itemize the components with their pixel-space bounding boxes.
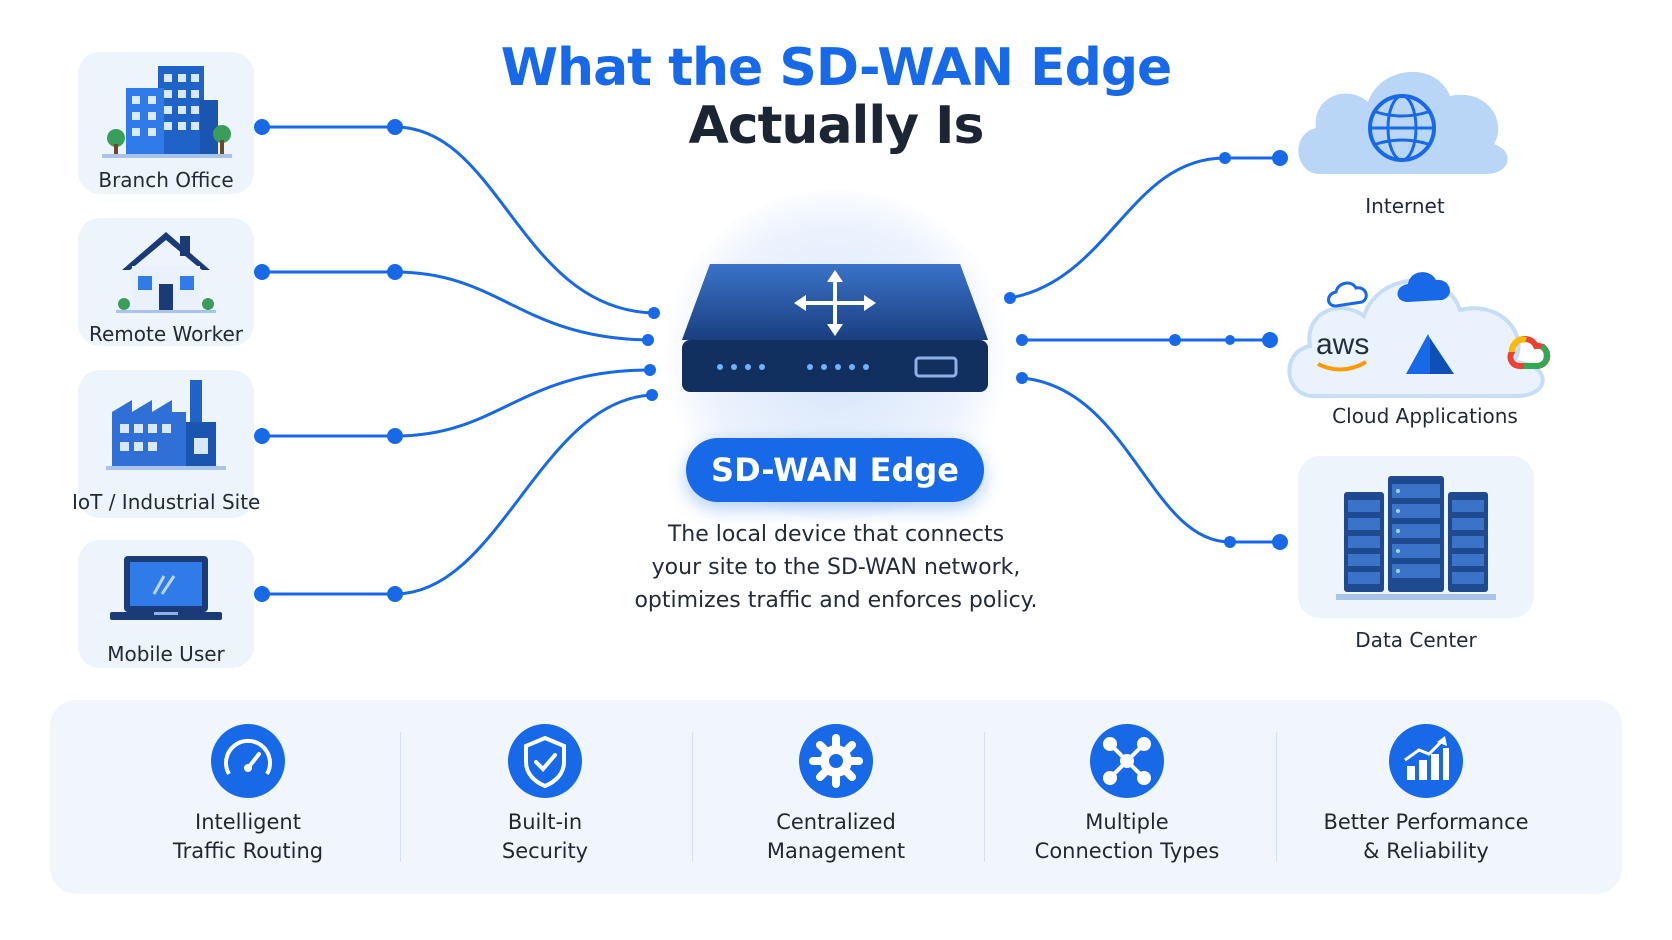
performance-line2: & Reliability bbox=[1363, 839, 1489, 863]
title-line2: Actually Is bbox=[688, 96, 985, 156]
sd-wan-edge-badge: SD-WAN Edge bbox=[686, 438, 984, 502]
security-line2: Security bbox=[501, 839, 589, 863]
description-line3: optimizes traffic and enforces policy. bbox=[634, 588, 1038, 613]
server-rack-icon bbox=[1336, 476, 1496, 600]
traffic-routing-line2: Traffic Routing bbox=[172, 839, 324, 863]
speedometer-icon bbox=[224, 738, 272, 776]
management-line1: Centralized bbox=[776, 810, 896, 834]
security-badge bbox=[508, 724, 582, 798]
feature-divider bbox=[692, 732, 693, 862]
feature-divider bbox=[400, 732, 401, 862]
gear-icon bbox=[809, 734, 863, 788]
shield-check-icon bbox=[524, 735, 566, 789]
performance-line1: Better Performance bbox=[1323, 810, 1529, 834]
feature-divider bbox=[1276, 732, 1277, 862]
data-center-label: Data Center bbox=[1355, 628, 1477, 652]
description-line1: The local device that connects bbox=[667, 522, 1005, 547]
mobile-user-label: Mobile User bbox=[107, 642, 225, 666]
industrial-site-label: IoT / Industrial Site bbox=[72, 490, 261, 514]
title-line1: What the SD-WAN Edge bbox=[500, 38, 1173, 98]
network-nodes-icon bbox=[1103, 737, 1151, 785]
factory-icon bbox=[106, 380, 226, 470]
feature-divider bbox=[984, 732, 985, 862]
connection-types-line2: Connection Types bbox=[1034, 839, 1220, 863]
performance-badge bbox=[1389, 724, 1463, 798]
remote-worker-label: Remote Worker bbox=[89, 322, 243, 346]
connection-types-badge bbox=[1090, 724, 1164, 798]
security-line1: Built-in bbox=[507, 810, 583, 834]
connection-types-line1: Multiple bbox=[1085, 810, 1169, 834]
cloud-apps-icon: aws bbox=[1287, 272, 1551, 398]
traffic-routing-badge bbox=[211, 724, 285, 798]
arrows-move-icon bbox=[794, 270, 876, 336]
globe-cloud-icon bbox=[1298, 71, 1508, 174]
management-badge bbox=[799, 724, 873, 798]
office-building-icon bbox=[102, 66, 232, 158]
description-line2: your site to the SD-WAN network, bbox=[651, 555, 1021, 580]
management-line2: Management bbox=[766, 839, 906, 863]
house-icon bbox=[116, 232, 216, 313]
bar-chart-icon bbox=[1404, 736, 1449, 780]
internet-label: Internet bbox=[1365, 194, 1445, 218]
aws-logo-text: aws bbox=[1316, 328, 1369, 361]
branch-office-label: Branch Office bbox=[98, 168, 234, 192]
traffic-routing-line1: Intelligent bbox=[195, 810, 301, 834]
cloud-applications-label: Cloud Applications bbox=[1332, 404, 1518, 428]
laptop-icon bbox=[110, 556, 222, 620]
